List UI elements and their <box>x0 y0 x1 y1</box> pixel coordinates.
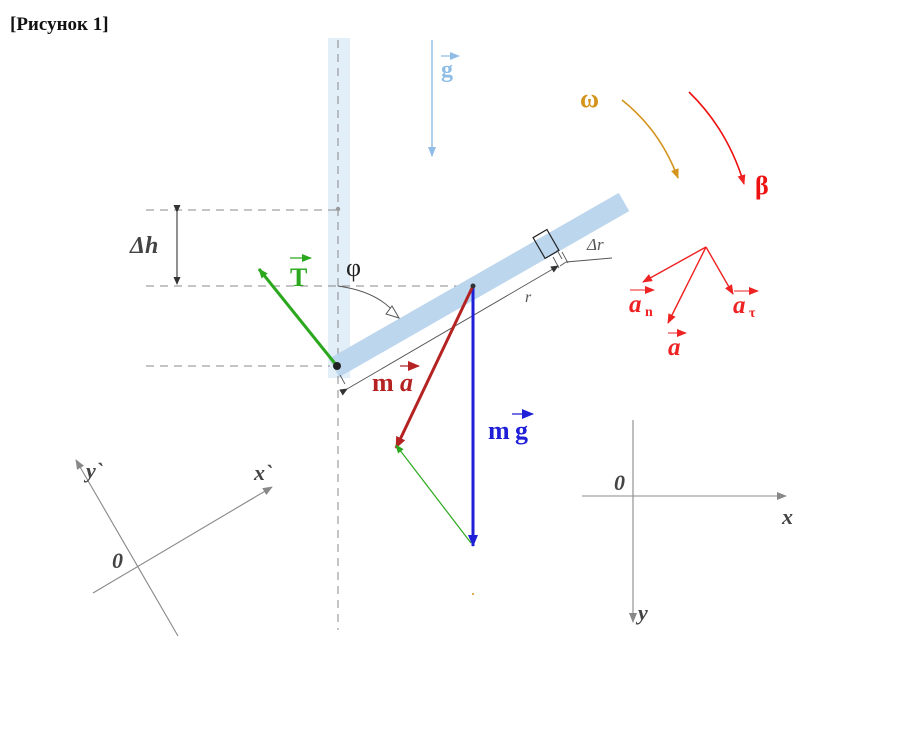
rotated-axis-x-label: x` <box>253 460 272 485</box>
tension-parallel-arrow <box>395 444 472 544</box>
delta-r-dimension <box>552 251 613 269</box>
beta-label: β <box>755 171 769 200</box>
r-label: r <box>525 289 532 306</box>
fixed-axis-y-label: y <box>635 600 648 625</box>
normal-accel-subscript: n <box>645 305 653 320</box>
tension-arrow <box>257 268 339 367</box>
stray-dot <box>472 593 474 595</box>
delta-h-label: Δh <box>129 233 158 259</box>
fixed-axis-x-label: x <box>781 504 793 529</box>
inertial-force-label-m: m <box>372 368 394 397</box>
pivot-point <box>333 362 341 370</box>
omega-label: ω <box>580 84 599 113</box>
total-accel-arrow <box>667 246 707 324</box>
top-pivot-dot <box>335 206 341 212</box>
normal-accel-label: a <box>629 291 642 318</box>
tangential-accel-label: a <box>733 292 746 319</box>
normal-accel-arrow <box>642 246 707 283</box>
figure-caption: [Рисунок 1] <box>10 14 109 35</box>
rod-element-box <box>532 228 560 260</box>
center-of-mass-dot <box>470 283 476 289</box>
weight-label-g: g <box>515 416 528 445</box>
angle-arc-head <box>385 305 401 319</box>
delta-r-label: Δr <box>586 235 604 254</box>
tangential-accel-arrow <box>705 246 734 295</box>
angle-label: φ <box>346 253 361 282</box>
rotated-axis-y-label: y` <box>83 458 103 483</box>
rotated-axes <box>75 459 273 637</box>
weight-label-m: m <box>488 416 510 445</box>
fixed-origin-label: 0 <box>614 470 625 495</box>
acceleration-vectors <box>642 246 734 324</box>
beta-arrow <box>688 91 746 185</box>
rotated-origin-label: 0 <box>112 548 123 573</box>
omega-arrow <box>621 99 679 179</box>
fixed-axes <box>582 420 787 623</box>
gravity-field-label: g <box>441 57 453 83</box>
total-accel-label: a <box>668 334 681 361</box>
tension-label: T <box>290 263 307 292</box>
tilted-rod <box>328 192 630 378</box>
inertial-force-arrow <box>394 287 474 449</box>
tangential-accel-subscript: τ <box>749 306 756 321</box>
inertial-force-label-a: a <box>400 368 413 397</box>
